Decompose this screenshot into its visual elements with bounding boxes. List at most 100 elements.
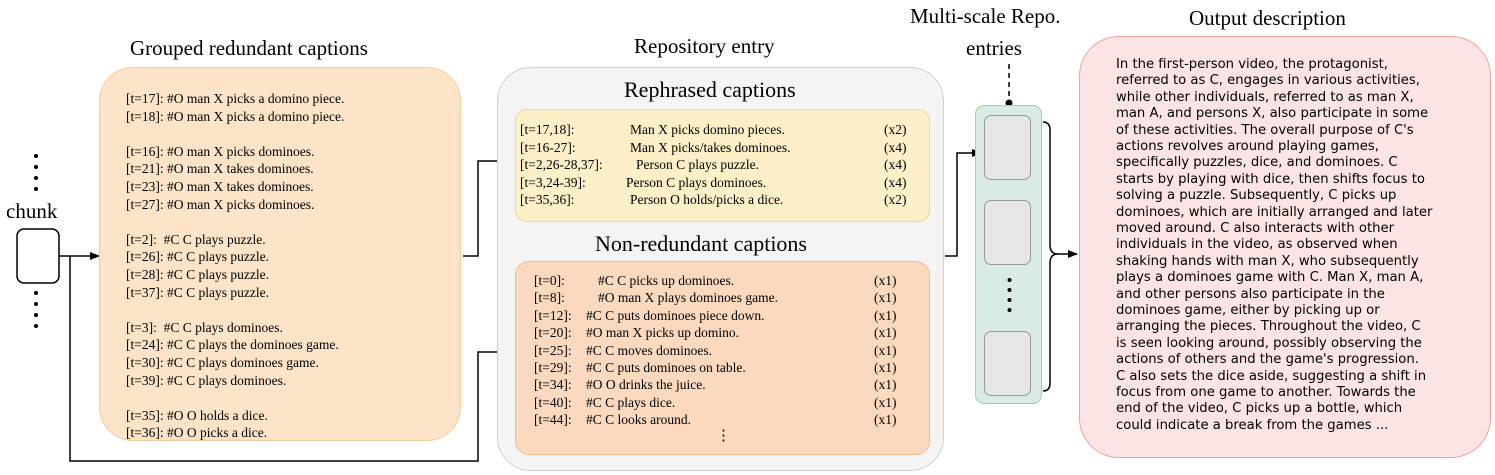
output-description-line: arranging the pieces. Throughout the vid…: [1116, 319, 1421, 335]
output-description-line: dominoes, which are initially arranged a…: [1116, 204, 1433, 220]
output-description-line: shaking hands with man X, who subsequent…: [1116, 253, 1419, 269]
rephrased-box: [t=17,18]: Man X picks domino pieces. (x2)…: [515, 109, 930, 222]
repository-entry-title: Repository entry: [634, 34, 775, 58]
nonredundant-count: (x1): [874, 394, 897, 410]
rephrased-caption: Person C plays puzzle.: [636, 157, 759, 173]
grouped-caption-line: [t=16]: #O man X picks dominoes.: [126, 143, 315, 159]
output-description-line: while other individuals, referred to as …: [1116, 89, 1414, 105]
grouped-captions-box: [t=17]: #O man X picks a domino piece. [t…: [99, 67, 461, 441]
grouped-captions-title: Grouped redundant captions: [130, 36, 368, 60]
output-description-line: plays a dominoes game with C. Man X, man…: [1116, 270, 1424, 286]
multiscale-entries-box: [975, 105, 1042, 404]
multiscale-title-line2: entries: [966, 36, 1022, 60]
rephrased-caption: Man X picks domino pieces.: [630, 122, 785, 137]
grouped-caption-line: [t=30]: #C C plays dominoes game.: [126, 355, 319, 370]
nonredundant-count: (x1): [874, 290, 897, 306]
grouped-caption-line: [t=37]: #C C plays puzzle.: [126, 284, 269, 300]
grouped-caption-line: [t=2]: #C C plays puzzle.: [126, 231, 266, 247]
output-description-line: focus from one game to another. Towards …: [1116, 385, 1416, 400]
nonredundant-count: (x1): [874, 342, 897, 358]
curly-brace: [1042, 121, 1059, 392]
rephrased-time: [t=16-27]:: [520, 139, 576, 155]
rephrased-title: Rephrased captions: [624, 77, 796, 102]
nonredundant-caption: #C C picks up dominoes.: [598, 273, 735, 288]
grouped-caption-line: [t=18]: #O man X picks a domino piece.: [126, 108, 345, 124]
grouped-caption-line: [t=27]: #O man X picks dominoes.: [126, 196, 315, 212]
rephrased-count: (x4): [884, 174, 907, 190]
nonredundant-caption: #C C looks around.: [586, 412, 692, 428]
nonredundant-count: (x1): [874, 377, 897, 393]
output-description-line: dominoes game, either by picking up or: [1116, 303, 1380, 318]
nonredundant-caption: #C C puts dominoes piece down.: [586, 307, 765, 323]
repo-entry-cell: [984, 331, 1031, 396]
output-description-line: moved around. C also interacts with othe…: [1116, 221, 1395, 236]
nonredundant-count: (x1): [874, 360, 897, 375]
grouped-caption-line: [t=17]: #O man X picks a domino piece.: [126, 91, 345, 106]
rephrased-time: [t=17,18]:: [520, 122, 575, 137]
nonredundant-time: [t=40]:: [534, 394, 572, 410]
rephrased-count: (x2): [884, 122, 907, 137]
nonredundant-caption: #O man X plays dominoes game.: [598, 290, 778, 306]
nonredundant-box: [t=0]: #C C picks up dominoes. (x1) [t=8]: #…: [515, 261, 930, 455]
multiscale-title-line1: Multi-scale Repo.: [910, 4, 1061, 28]
grouped-caption-line: [t=24]: #C C plays the dominoes game.: [126, 337, 339, 353]
chunk-dots-bottom: [34, 291, 38, 328]
grouped-caption-line: [t=26]: #C C plays puzzle.: [126, 249, 269, 265]
nonredundant-time: [t=44]:: [534, 412, 572, 428]
output-description-line: is seen looking around, possibly observi…: [1116, 335, 1422, 351]
nonredundant-count: (x1): [874, 273, 897, 288]
nonredundant-title: Non-redundant captions: [595, 231, 807, 256]
nonredundant-time: [t=12]:: [534, 307, 572, 323]
grouped-caption-line: [t=21]: #O man X takes dominoes.: [126, 161, 314, 177]
nonredundant-count: (x1): [874, 412, 897, 428]
grouped-caption-line: [t=39]: #C C plays dominoes.: [126, 372, 287, 388]
chunk-dots-top: [34, 154, 38, 191]
nonredundant-caption: #O man X picks up domino.: [586, 325, 739, 341]
vertical-dots: [1007, 278, 1012, 312]
grouped-caption-line: [t=28]: #C C plays puzzle.: [126, 267, 269, 282]
output-description-line: actions revolves around playing games,: [1116, 139, 1379, 154]
nonredundant-caption: #O O drinks the juice.: [586, 377, 706, 393]
nonredundant-time: [t=25]:: [534, 342, 572, 358]
rephrased-count: (x4): [884, 157, 907, 173]
rephrased-count: (x4): [884, 139, 907, 155]
output-description-line: referred to as C, engages in various act…: [1116, 73, 1420, 89]
chunk-label: chunk: [6, 199, 58, 223]
output-description-box: In the first-person video, the protagoni…: [1079, 36, 1491, 458]
nonredundant-time: [t=0]:: [534, 273, 565, 288]
output-description-line: of these activities. The overall purpose…: [1116, 122, 1414, 138]
output-description-line: man A, and persons X, also participate i…: [1116, 106, 1429, 122]
nonredundant-time: [t=8]:: [534, 290, 565, 306]
output-description-line: individuals in the video, as observed wh…: [1116, 237, 1398, 253]
output-description-title: Output description: [1189, 6, 1346, 30]
rephrased-count: (x2): [884, 192, 907, 208]
output-description-line: starts by playing with dice, then shifts…: [1116, 171, 1425, 187]
nonredundant-caption: #C C moves dominoes.: [586, 342, 713, 358]
output-description-line: C also sets the dice aside, suggesting a…: [1116, 368, 1427, 384]
output-description-line: and other persons also participate in th…: [1116, 286, 1385, 302]
rephrased-caption: Man X picks/takes dominoes.: [630, 139, 791, 155]
rephrased-caption: Person O holds/picks a dice.: [630, 192, 784, 208]
output-description-line: specifically puzzles, dice, and dominoes…: [1116, 155, 1398, 171]
repo-entry-cell: [984, 200, 1031, 265]
output-description-line: In the first-person video, the protagoni…: [1116, 57, 1388, 72]
rephrased-caption: Person C plays dominoes.: [626, 174, 767, 190]
grouped-caption-line: [t=23]: #O man X takes dominoes.: [126, 179, 314, 194]
grouped-caption-line: [t=35]: #O O holds a dice.: [126, 407, 268, 423]
chunk-box: [16, 228, 60, 284]
rephrased-time: [t=2,26-28,37]:: [520, 157, 603, 173]
nonredundant-count: (x1): [874, 307, 897, 323]
output-description-line: solving a puzzle. Subsequently, C picks …: [1116, 188, 1397, 204]
output-description-line: actions of others and the game's progres…: [1116, 352, 1419, 368]
nonredundant-time: [t=29]:: [534, 360, 572, 375]
nonredundant-time: [t=20]:: [534, 325, 572, 341]
nonredundant-caption: #C C puts dominoes on table.: [586, 360, 746, 375]
rephrased-time: [t=35,36]:: [520, 192, 575, 208]
nonredundant-ellipsis: ⋮: [716, 428, 731, 444]
repo-entry-cell: [984, 115, 1031, 180]
output-description-line: end of the video, C picks up a bottle, w…: [1116, 401, 1403, 417]
repository-entry-box: Rephrased captions [t=17,18]: Man X picks…: [497, 67, 944, 471]
grouped-caption-line: [t=36]: #O O picks a dice.: [126, 425, 268, 441]
rephrased-time: [t=3,24-39]:: [520, 174, 586, 190]
